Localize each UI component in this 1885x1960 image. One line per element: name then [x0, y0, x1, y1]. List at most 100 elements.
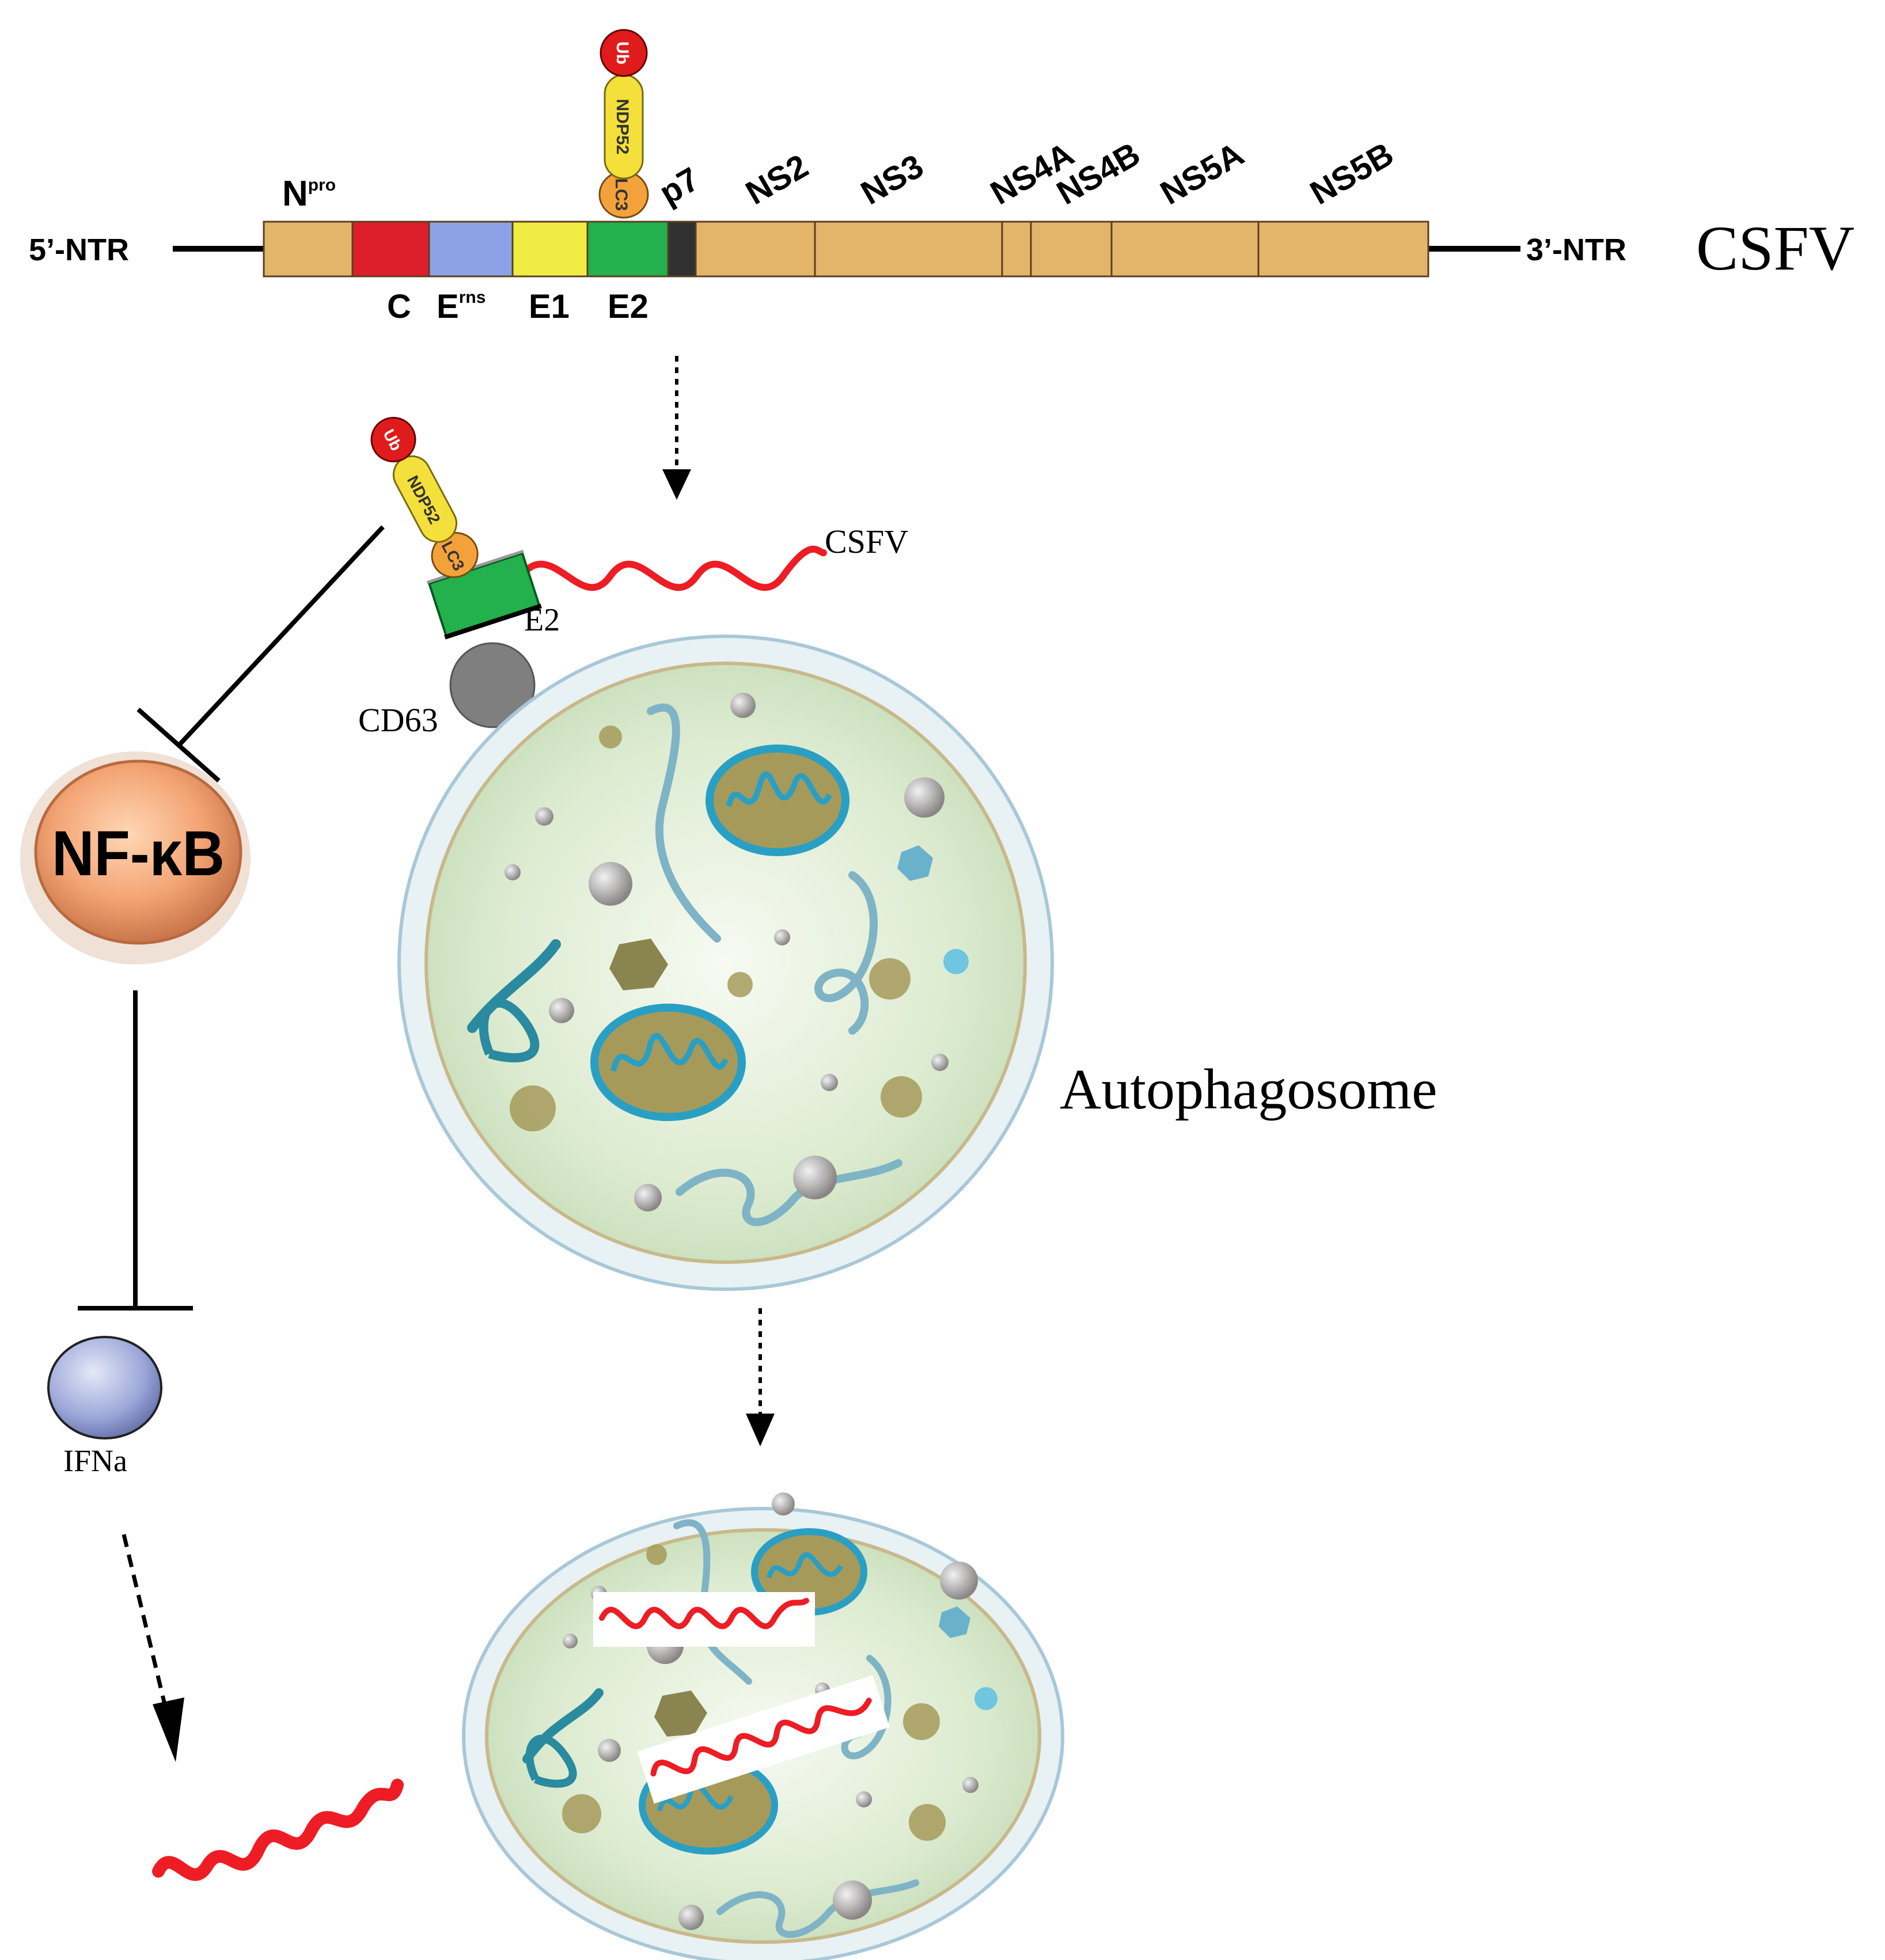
binding-complex: CSFV E2 CD63 LC3 NDP52 Ub: [358, 416, 908, 739]
particle: [505, 864, 521, 880]
autophagosome-small: [462, 1492, 1064, 1960]
genome-segment-ns5a: [1110, 221, 1260, 278]
arrow-ifna-to-rna: [122, 1534, 170, 1719]
inhibit-complex-to-nfkb: [177, 525, 385, 747]
released-rna-strand: [152, 1779, 404, 1881]
csfv-strand-label: CSFV: [825, 523, 908, 560]
granule: [909, 1804, 946, 1841]
genome-segment-ns2: [695, 221, 816, 278]
particle: [549, 998, 574, 1023]
genome-segment-e1: [511, 221, 589, 278]
genome-label-sup: pro: [308, 176, 336, 195]
filament-10: [716, 1879, 919, 1938]
filament-9: [841, 1655, 892, 1760]
particle: [931, 1054, 949, 1071]
genome-segment-c: [351, 221, 430, 278]
particle: [833, 1881, 872, 1920]
genome-label-ns5a: NS5A: [1154, 135, 1250, 212]
captured-rna-2: [650, 1697, 872, 1777]
genome-segment-e: [428, 221, 514, 278]
captured-rna-1: [599, 1598, 809, 1629]
autophagosome-label: Autophagosome: [1060, 1057, 1437, 1121]
five-prime-label: 5’-NTR: [29, 233, 129, 267]
filament-3: [479, 998, 540, 1063]
particle: [772, 1492, 795, 1515]
genome-segments: [263, 221, 1429, 278]
particle: [774, 929, 790, 945]
rna-patch-1: [593, 1592, 815, 1647]
csfv-rna-strand: [518, 545, 827, 591]
genome-label-e1: E1: [529, 288, 570, 325]
arrowhead-genome-to-complex: [662, 469, 691, 500]
arrowhead-ifna-to-rna: [153, 1697, 184, 1762]
particle: [678, 1905, 704, 1930]
genome-segment-p7: [667, 221, 697, 278]
particle: [598, 1739, 621, 1762]
e2-label: E2: [524, 602, 560, 638]
virus-title: CSFV: [1696, 213, 1854, 283]
genome-label-c: C: [387, 288, 411, 325]
particle: [793, 1156, 837, 1199]
inhibit-bar-nfkb: [136, 708, 221, 783]
genome-label-e: Erns: [437, 288, 486, 325]
genome-label-ns2: NS2: [739, 147, 814, 212]
ub-label-top: Ub: [613, 41, 632, 64]
hexagon-particle: [654, 1691, 707, 1737]
particle: [634, 1184, 662, 1211]
particle: [589, 862, 632, 906]
rna-patch-2-group: [637, 1675, 890, 1804]
particle: [940, 1562, 978, 1600]
granule: [869, 958, 911, 1000]
hexagon-particle: [939, 1606, 970, 1638]
granule: [903, 1703, 940, 1740]
genome-segment-e2: [586, 221, 669, 278]
ub-node-mid: [370, 416, 416, 462]
genome-label-ns5b: NS5B: [1304, 135, 1399, 212]
particle: [821, 1074, 838, 1091]
genome-label-ns3: NS3: [855, 147, 930, 212]
filament-7: [522, 1688, 604, 1764]
hexagon-particle: [609, 939, 668, 990]
mid-complex: LC3 NDP52 Ub: [370, 416, 479, 578]
e2-membrane-edge: [444, 603, 542, 640]
genome-segment-ns3: [814, 221, 1003, 278]
genome-label-p7: p7: [653, 160, 706, 212]
granule: [599, 725, 622, 749]
cd63-label: CD63: [358, 701, 438, 739]
genome-segment-ns4a: [1001, 221, 1032, 278]
granule: [510, 1085, 556, 1131]
vesicle-dot: [943, 949, 969, 974]
granule: [727, 972, 753, 997]
particle: [904, 777, 945, 818]
ub-node-top: [600, 29, 648, 77]
particle: [962, 1777, 978, 1793]
autophagosome-large: [397, 635, 1054, 1291]
ifna-label: IFNa: [63, 1444, 127, 1478]
filament-5: [676, 1159, 902, 1226]
arrowhead-to-degradation: [746, 1414, 775, 1446]
genome-label-n: Npro: [282, 174, 336, 214]
genome-label-e2: E2: [608, 288, 648, 325]
cd63-protein: [449, 642, 536, 728]
hexagon-particle: [897, 845, 933, 881]
genome-segment-n: [263, 221, 354, 278]
e2-top-edge: [426, 549, 524, 584]
e2-block: [426, 549, 542, 640]
mitochondrion-2: [590, 1004, 746, 1121]
mitochondrion-1: [706, 745, 849, 856]
genome-segment-ns5b: [1257, 221, 1429, 278]
genome-label-sup: rns: [459, 288, 486, 307]
filament-8: [525, 1734, 577, 1788]
nfkb-label: NF-κB: [52, 818, 225, 889]
particle: [535, 807, 553, 826]
three-prime-label: 3’-NTR: [1526, 233, 1626, 267]
top-complex: LC3 NDP52 Ub: [598, 29, 649, 219]
ndp52-label-top: NDP52: [613, 99, 632, 155]
particle: [856, 1791, 872, 1807]
granule: [881, 1076, 922, 1118]
granule: [562, 1794, 601, 1833]
granule: [646, 1544, 667, 1565]
ifna-node: [47, 1336, 162, 1439]
